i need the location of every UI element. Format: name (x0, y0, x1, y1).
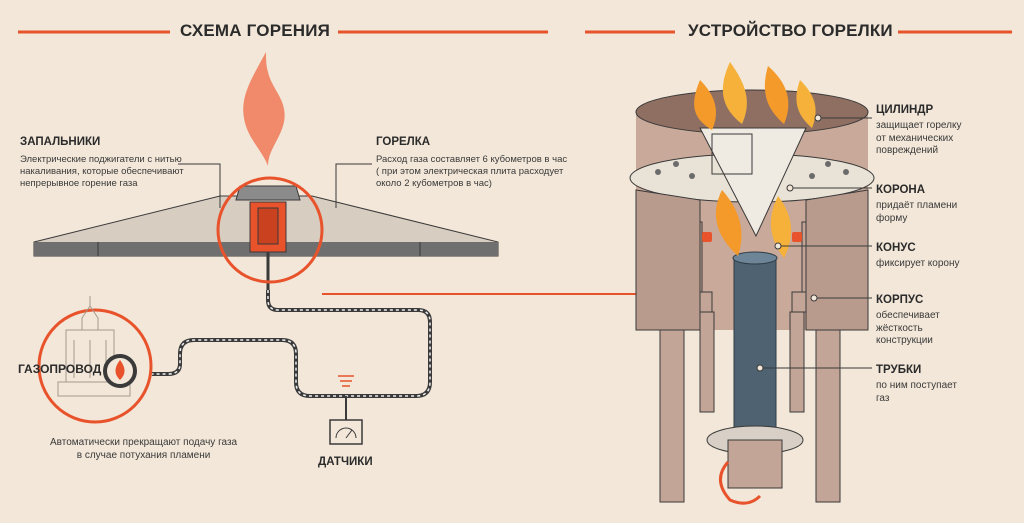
auto-stop-description: Автоматически прекращают подачу газа в с… (50, 437, 238, 461)
sensor-icon (329, 375, 363, 445)
left-title: СХЕМА ГОРЕНИЯ (180, 21, 331, 40)
part-cylinder: ЦИЛИНДР защищает горелку от механических… (876, 104, 962, 156)
burner-detail (216, 176, 324, 290)
device-flames-icon (694, 62, 816, 258)
part-body: КОРПУС обеспечивает жёсткость конструкци… (876, 294, 940, 346)
callout-lines (178, 163, 372, 208)
sensors-label: ДАТЧИКИ (318, 456, 373, 468)
burner-title: ГОРЕЛКА (376, 136, 431, 148)
part-tubes: ТРУБКИ по ним поступает газ (876, 364, 957, 404)
part-crown: КОРОНА придаёт пламени форму (876, 184, 958, 224)
ignitors-description: Электрические поджигатели с нитью накали… (20, 154, 184, 189)
gas-pipe (152, 290, 432, 398)
gas-pipe-label: ГАЗОПРОВОД (18, 362, 102, 376)
flame-icon (243, 52, 285, 166)
part-cone: КОНУС фиксирует корону (876, 242, 960, 269)
ignitors-title: ЗАПАЛЬНИКИ (20, 136, 101, 148)
gas-flame-icon (115, 360, 125, 380)
burner-description: Расход газа составляет 6 кубометров в ча… (376, 154, 568, 189)
part-leaders (756, 114, 872, 372)
gas-main-emblem (37, 296, 153, 424)
right-title: УСТРОЙСТВО ГОРЕЛКИ (688, 21, 893, 40)
burner-device (629, 62, 875, 505)
